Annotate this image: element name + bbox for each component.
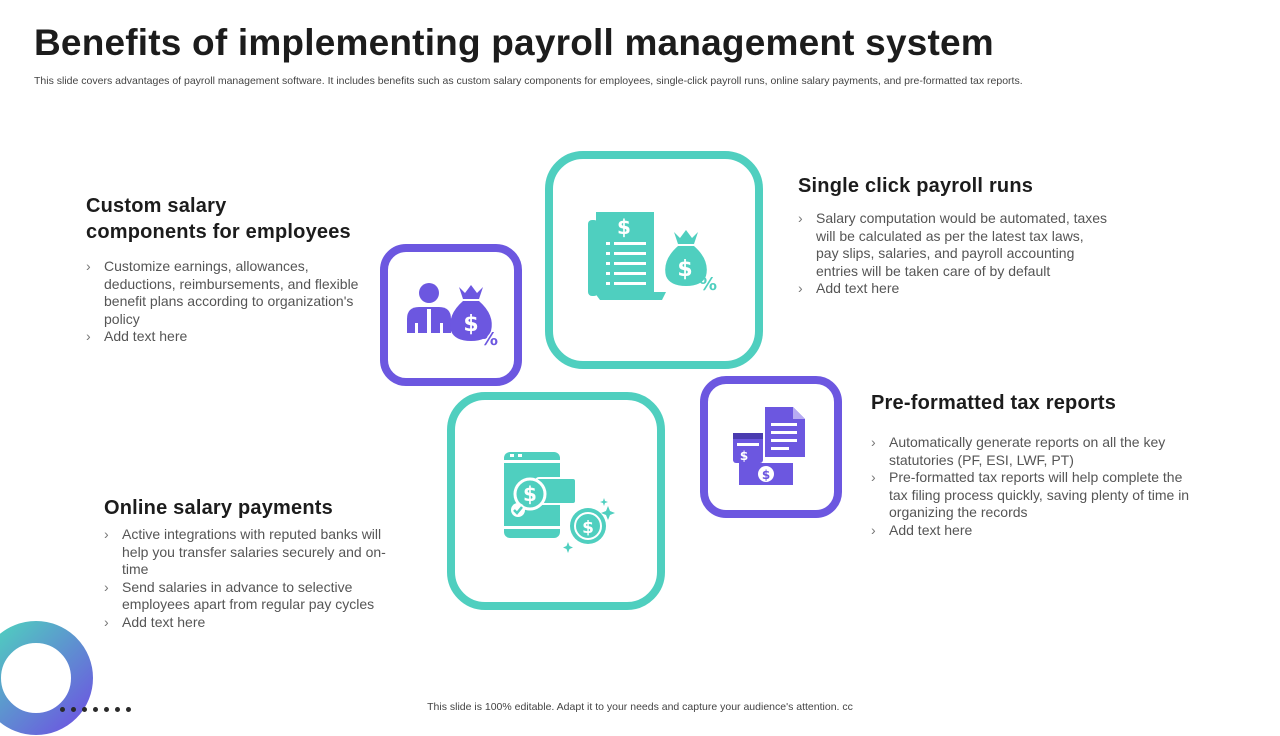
heading-custom-salary-line-2: components for employees [86,221,351,243]
heading-single-click-payroll: Single click payroll runs [798,173,1033,199]
points-tax-reports: Automatically generate reports on all th… [871,434,1191,540]
tile-online-salary: $ $ [447,392,665,610]
tile-tax-reports: $ $ [700,376,842,518]
list-item: Salary computation would be automated, t… [798,210,1108,280]
heading-custom-salary-line-1: Custom salary [86,195,227,217]
svg-text:$: $ [463,312,478,337]
svg-text:$: $ [617,215,631,239]
list-item: Pre-formatted tax reports will help comp… [871,469,1191,522]
heading-tax-reports: Pre-formatted tax reports [871,390,1116,416]
heading-tax-reports-line-1: Pre-formatted tax reports [871,392,1117,414]
svg-text:%: % [480,329,498,350]
list-item: Active integrations with reputed banks w… [104,526,404,579]
svg-text:$: $ [762,468,770,482]
heading-single-click-payroll-line-1: Single click payroll runs [798,175,1034,197]
list-item: Add text here [104,614,404,632]
decorative-ring-shape [0,621,93,735]
svg-text:$: $ [740,449,748,463]
list-item: Customize earnings, allowances, deductio… [86,258,376,328]
svg-text:$: $ [582,518,594,538]
svg-text:$: $ [523,482,537,506]
points-custom-salary: Customize earnings, allowances, deductio… [86,258,376,346]
slide-subtitle: This slide covers advantages of payroll … [34,75,1023,87]
decorative-dots [60,707,131,712]
tile-single-click-payroll: $ $ % [545,151,763,369]
points-single-click-payroll: Salary computation would be automated, t… [798,210,1108,298]
points-online-salary: Active integrations with reputed banks w… [104,526,404,632]
tax-report-document-icon: $ $ [733,407,805,485]
list-item: Automatically generate reports on all th… [871,434,1191,469]
heading-custom-salary: Custom salary components for employees [86,193,351,245]
list-item: Add text here [86,328,376,346]
slide-title: Benefits of implementing payroll managem… [34,22,994,63]
svg-text:%: % [699,274,717,295]
list-item: Send salaries in advance to selective em… [104,579,404,614]
employee-money-bag-icon: $ % [407,283,498,350]
heading-online-salary: Online salary payments [104,495,333,521]
svg-text:$: $ [677,257,692,282]
slide-footer-note: This slide is 100% editable. Adapt it to… [427,701,853,713]
tile-custom-salary: $ % [380,244,522,386]
payslip-money-bag-icon: $ $ % [588,212,717,300]
list-item: Add text here [798,280,1108,298]
heading-online-salary-line-1: Online salary payments [104,497,333,519]
list-item: Add text here [871,522,1191,540]
mobile-payment-coin-icon: $ $ [504,452,615,553]
